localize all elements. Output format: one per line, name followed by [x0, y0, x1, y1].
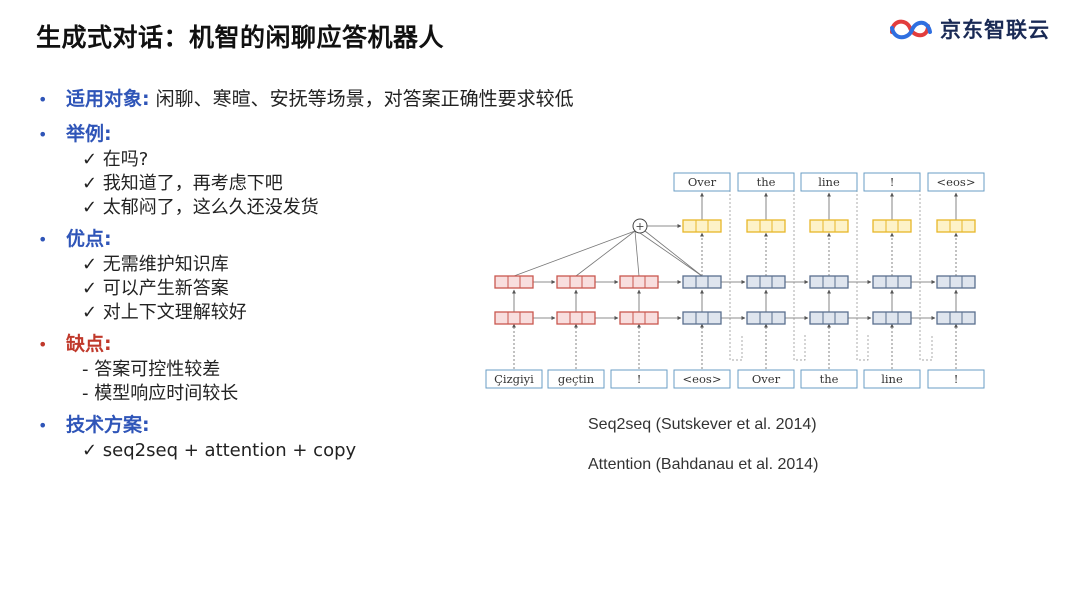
decoder-cell	[746, 275, 786, 289]
connection-lines	[512, 181, 958, 369]
token-label: Over	[752, 372, 781, 386]
token-label: <eos>	[683, 372, 722, 386]
bullet-dot: •	[38, 416, 48, 435]
output-cell	[746, 219, 786, 233]
encoder-cell	[556, 275, 596, 289]
bullet-dot: •	[38, 335, 48, 354]
encoder-cell	[619, 311, 659, 325]
output-token: Over	[673, 172, 731, 192]
token-label: Over	[688, 175, 717, 189]
section-cons: • 缺点: - 答案可控性较差 - 模型响应时间较长	[38, 331, 678, 406]
decoder-cell	[809, 275, 849, 289]
output-token: the	[737, 172, 795, 192]
section-label: 适用对象:	[66, 88, 150, 110]
section-label: 技术方案:	[66, 414, 150, 436]
section-examples: • 举例: ✓ 在吗? ✓ 我知道了，再考虑下吧 ✓ 太郁闷了，这么久还没发货	[38, 121, 678, 220]
token-label: line	[881, 372, 903, 386]
output-cell	[936, 219, 976, 233]
encoder-cell	[556, 311, 596, 325]
bullet-list: • 适用对象: 闲聊、寒暄、安抚等场景，对答案正确性要求较低 • 举例: ✓ 在吗?…	[38, 86, 678, 469]
list-item: ✓ 在吗?	[82, 149, 149, 170]
section-label: 举例:	[66, 123, 112, 145]
rnn-cells	[494, 219, 976, 325]
token-label: !	[637, 372, 642, 386]
section-tech: • 技术方案: ✓ seq2seq + attention + copy	[38, 412, 678, 463]
input-token: !	[927, 369, 985, 389]
list-item: ✓ 可以产生新答案	[82, 278, 229, 299]
seq2seq-attention-diagram: Çizgiyi geçtin! <eos> Over the line! Over the li…	[485, 172, 985, 389]
list-item: ✓ 无需维护知识库	[82, 254, 229, 275]
input-token: <eos>	[673, 369, 731, 389]
input-token: geçtin	[547, 369, 605, 389]
input-token: !	[610, 369, 668, 389]
token-label: !	[890, 175, 895, 189]
decoder-cell	[809, 311, 849, 325]
section-desc: 闲聊、寒暄、安抚等场景，对答案正确性要求较低	[155, 88, 574, 110]
input-token: the	[800, 369, 858, 389]
output-cell	[809, 219, 849, 233]
decoder-cell	[872, 311, 912, 325]
token-label: Çizgiyi	[494, 372, 534, 386]
token-label: <eos>	[937, 175, 976, 189]
cloud-logo-icon	[890, 19, 932, 40]
decoder-cell	[936, 311, 976, 325]
encoder-cell	[619, 275, 659, 289]
attention-node: +	[632, 218, 648, 234]
output-cell	[872, 219, 912, 233]
list-item: ✓ 我知道了，再考虑下吧	[82, 173, 283, 194]
decoder-cell	[746, 311, 786, 325]
token-label: geçtin	[558, 372, 595, 386]
list-item: - 模型响应时间较长	[82, 383, 239, 404]
list-item: ✓ 对上下文理解较好	[82, 302, 247, 323]
decoder-cell	[872, 275, 912, 289]
token-label: !	[954, 372, 959, 386]
decoder-cell	[936, 275, 976, 289]
input-token: line	[863, 369, 921, 389]
list-item: - 答案可控性较差	[82, 359, 221, 380]
slide-title: 生成式对话：机智的闲聊应答机器人	[36, 23, 445, 52]
token-label: line	[818, 175, 840, 189]
section-pros: • 优点: ✓ 无需维护知识库 ✓ 可以产生新答案 ✓ 对上下文理解较好	[38, 226, 678, 325]
encoder-cell	[494, 311, 534, 325]
caption-seq2seq: Seq2seq (Sutskever et al. 2014)	[588, 416, 817, 433]
list-item: ✓ 太郁闷了，这么久还没发货	[82, 197, 319, 218]
caption-attention: Attention (Bahdanau et al. 2014)	[588, 456, 819, 473]
output-token: line	[800, 172, 858, 192]
token-label: the	[757, 175, 776, 189]
logo-text: 京东智联云	[940, 18, 1050, 42]
output-token: <eos>	[927, 172, 985, 192]
section-label: 缺点:	[66, 333, 112, 355]
bullet-dot: •	[38, 230, 48, 249]
section-audience: • 适用对象: 闲聊、寒暄、安抚等场景，对答案正确性要求较低	[38, 86, 678, 113]
output-cell	[682, 219, 722, 233]
bullet-dot: •	[38, 90, 48, 109]
attention-plus-symbol: +	[635, 220, 644, 233]
section-label: 优点:	[66, 228, 112, 250]
output-token: !	[863, 172, 921, 192]
encoder-cell	[494, 275, 534, 289]
input-token: Over	[737, 369, 795, 389]
token-boxes: Çizgiyi geçtin! <eos> Over the line! Over the li…	[485, 172, 985, 389]
logo: 京东智联云	[886, 14, 1050, 44]
token-label: the	[820, 372, 839, 386]
bullet-dot: •	[38, 125, 48, 144]
decoder-cell	[682, 311, 722, 325]
decoder-cell	[682, 275, 722, 289]
list-item: ✓ seq2seq + attention + copy	[82, 440, 357, 461]
input-token: Çizgiyi	[485, 369, 543, 389]
